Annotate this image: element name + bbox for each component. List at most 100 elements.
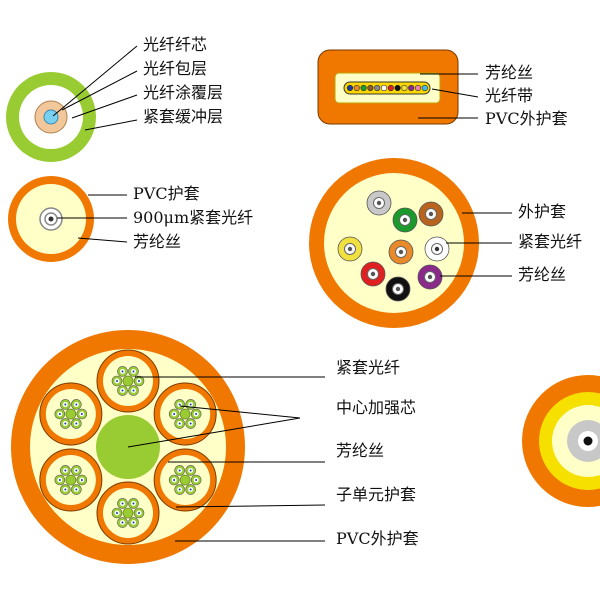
partial-cable-figure — [522, 375, 600, 507]
ribbon-fiber — [360, 84, 367, 92]
label-900um-tight-buffer: 900μm紧套光纤 — [133, 208, 253, 227]
subunit-fiber-core — [178, 422, 181, 425]
subunit-fiber-core — [189, 403, 192, 406]
subunit-fiber-core — [64, 422, 67, 425]
leader-line — [179, 405, 301, 419]
subunit-strength-member — [65, 408, 77, 420]
ribbon-fiber — [421, 84, 428, 92]
subunit-fiber-core — [173, 479, 176, 481]
label-fiber-cladding: 光纤包层 — [143, 59, 207, 78]
subunit-fiber-core — [64, 469, 67, 472]
label-distribution-tight-buffer: 紧套光纤 — [518, 232, 582, 251]
subunit-fiber-core — [121, 521, 124, 524]
simplex-cable-figure: PVC护套 900μm紧套光纤 芳纶丝 — [8, 176, 253, 262]
label-distribution-outer-jacket: 外护套 — [518, 202, 566, 221]
simplex-fiber-center — [48, 216, 54, 222]
fiber-core — [376, 200, 382, 206]
ribbon-fiber — [346, 84, 354, 92]
ribbon-fiber — [394, 84, 401, 92]
ribbon-fibers — [346, 84, 428, 92]
subunit-fiber-core — [189, 469, 192, 472]
subunit-fiber-core — [58, 413, 61, 415]
label-breakout-tight-buffer: 紧套光纤 — [336, 358, 400, 377]
subunit-fiber-core — [80, 479, 83, 481]
label-fiber-core: 光纤纤芯 — [143, 35, 207, 54]
fiber-core — [395, 286, 401, 292]
subunit-fiber-core — [138, 512, 140, 514]
subunit-fiber-core — [173, 413, 176, 415]
label-ribbon-aramid: 芳纶丝 — [485, 63, 533, 82]
leader-line — [52, 45, 138, 117]
subunit-fiber-core — [121, 502, 124, 505]
partial-fiber-core — [583, 436, 593, 446]
label-subunit-jacket: 子单元护套 — [336, 485, 416, 504]
breakout-subunits — [39, 349, 217, 545]
label-tight-buffer: 紧套缓冲层 — [143, 107, 223, 126]
subunit-fiber-core — [75, 469, 78, 472]
subunit-fiber-core — [189, 422, 192, 425]
label-ribbon-pvc-jacket: PVC外护套 — [485, 109, 568, 128]
fiber-core — [398, 249, 404, 255]
fiber-core — [427, 274, 433, 280]
fiber-core — [370, 271, 376, 277]
label-central-strength-member: 中心加强芯 — [336, 398, 416, 417]
label-fiber-ribbon: 光纤带 — [485, 86, 533, 105]
label-breakout-pvc-outer-jacket: PVC外护套 — [336, 529, 419, 548]
subunit-fiber-core — [75, 488, 78, 491]
subunit-fiber-core — [64, 403, 67, 406]
fiber-core — [434, 246, 440, 252]
subunit-strength-member — [65, 474, 77, 486]
ribbon-fiber — [367, 84, 374, 92]
subunit-fiber-core — [132, 370, 135, 373]
subunit-fiber-core — [132, 389, 135, 392]
subunit-fiber-core — [178, 403, 181, 406]
fiber-core — [428, 211, 434, 217]
subunit-fiber-core — [64, 488, 67, 491]
label-distribution-aramid: 芳纶丝 — [518, 265, 566, 284]
subunit-fiber-core — [178, 488, 181, 491]
subunit-fiber-core — [80, 413, 83, 415]
fiber-core — [347, 246, 353, 252]
subunit-fiber-core — [116, 512, 118, 514]
ribbon-fiber — [387, 84, 394, 92]
subunit-fiber-core — [132, 502, 135, 505]
ribbon-fiber — [353, 84, 360, 92]
leader-line — [77, 237, 128, 243]
ribbon-fiber — [408, 84, 415, 92]
leader-line — [431, 88, 479, 98]
subunit-fiber-core — [195, 413, 198, 415]
leader-line — [127, 417, 301, 448]
leader-line — [175, 504, 326, 508]
subunit-fiber-core — [75, 422, 78, 425]
subunit-fiber-core — [121, 370, 124, 373]
subunit-fiber-core — [75, 403, 78, 406]
ribbon-fiber — [401, 84, 408, 92]
distribution-tight-buffer-fibers — [337, 190, 450, 302]
subunit-fiber-core — [116, 380, 118, 382]
distribution-cable-figure: 外护套 紧套光纤 芳纶丝 — [309, 158, 582, 328]
subunit-fiber-core — [195, 479, 198, 481]
subunit-strength-member — [122, 375, 134, 387]
leader-line — [61, 70, 138, 111]
simplex-fiber-figure: 光纤纤芯 光纤包层 光纤涂覆层 紧套缓冲层 — [6, 35, 223, 162]
subunit-fiber-core — [121, 389, 124, 392]
fiber-core — [43, 109, 59, 125]
subunit-fiber-core — [58, 479, 61, 481]
label-simplex-aramid: 芳纶丝 — [133, 232, 181, 251]
subunit-strength-member — [179, 408, 191, 420]
subunit-fiber-core — [178, 469, 181, 472]
subunit-fiber-core — [138, 380, 140, 382]
breakout-cable-figure: 紧套光纤 中心加强芯 芳纶丝 子单元护套 PVC外护套 — [11, 330, 419, 564]
ribbon-fiber — [414, 84, 422, 92]
label-fiber-coating: 光纤涂覆层 — [143, 83, 223, 102]
subunit-fiber-core — [132, 521, 135, 524]
label-breakout-aramid: 芳纶丝 — [336, 441, 384, 460]
leader-line — [84, 119, 138, 131]
leader-line — [71, 94, 138, 119]
fiber-core — [402, 217, 408, 223]
label-simplex-pvc-jacket: PVC护套 — [133, 184, 200, 203]
subunit-fiber-core — [189, 488, 192, 491]
ribbon-cable-figure: 芳纶丝 光纤带 PVC外护套 — [317, 49, 568, 128]
subunit-strength-member — [122, 507, 134, 519]
